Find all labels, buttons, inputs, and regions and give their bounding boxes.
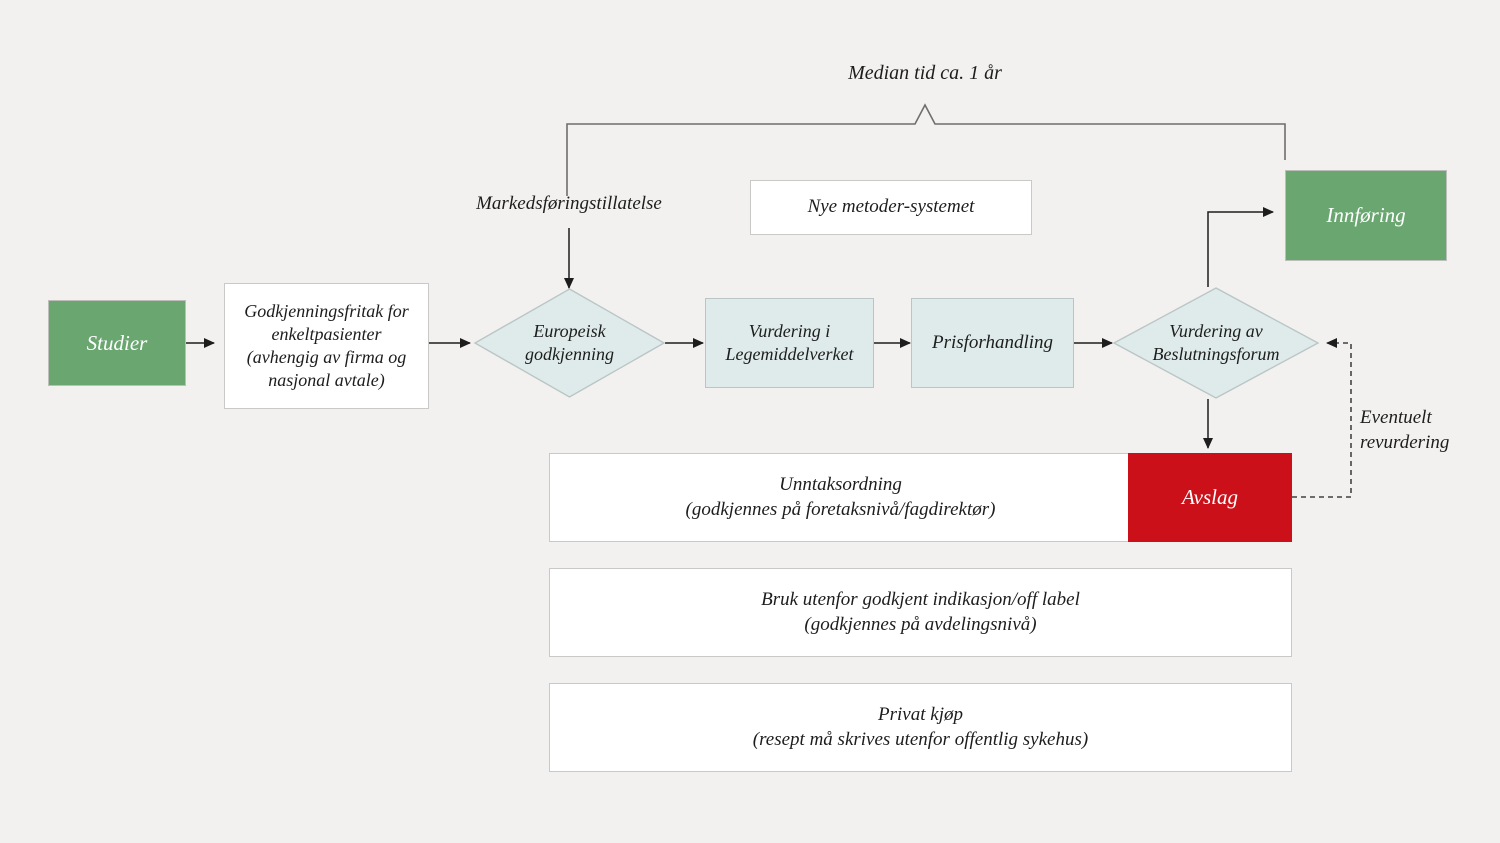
node-studier[interactable]: Studier <box>48 300 186 386</box>
node-godkjenningsfritak-line3: (avhengig av firma og <box>246 347 407 367</box>
node-prisforhandling[interactable]: Prisforhandling <box>911 298 1074 388</box>
node-vurdering-legemiddelverket[interactable]: Vurdering i Legemiddelverket <box>705 298 874 388</box>
node-avslag-label: Avslag <box>1182 485 1238 510</box>
node-innforing-label: Innføring <box>1326 203 1406 228</box>
node-godkjenningsfritak-line1: Godkjenningsfritak for <box>244 300 409 321</box>
eventuelt-revurdering-line1: Eventuelt <box>1360 407 1432 428</box>
node-innforing[interactable]: Innføring <box>1285 170 1447 261</box>
node-avslag[interactable]: Avslag <box>1128 453 1292 542</box>
diamond-shape <box>1112 287 1320 399</box>
markedsforingstillatelse-label: Markedsføringstillatelse <box>476 193 662 214</box>
node-nye-metoder[interactable]: Nye metoder-systemet <box>750 180 1032 235</box>
node-europeisk-godkjenning-line2: godkjenning <box>525 344 614 364</box>
node-unntaksordning-line2: (godkjennes på foretaksnivå/fagdirektør) <box>685 498 996 520</box>
node-privat-kjop-line1: Privat kjøp <box>878 704 963 726</box>
node-vurdering-beslutningsforum-line2: Beslutningsforum <box>1152 344 1280 364</box>
node-vurdering-beslutningsforum[interactable]: Vurdering av Beslutningsforum <box>1112 287 1320 399</box>
node-unntaksordning-line1: Unntaksordning <box>779 474 902 496</box>
node-studier-label: Studier <box>86 330 148 355</box>
node-off-label-line2: (godkjennes på avdelingsnivå) <box>804 613 1037 635</box>
node-privat-kjop-line2: (resept må skrives utenfor offentlig syk… <box>752 728 1089 750</box>
node-vurdering-legemiddelverket-line2: Legemiddelverket <box>725 344 854 364</box>
node-off-label[interactable]: Bruk utenfor godkjent indikasjon/off lab… <box>549 568 1292 657</box>
node-privat-kjop[interactable]: Privat kjøp (resept må skrives utenfor o… <box>549 683 1292 772</box>
node-godkjenningsfritak[interactable]: Godkjenningsfritak for enkeltpasienter (… <box>224 283 429 409</box>
node-godkjenningsfritak-line2: enkeltpasienter <box>271 323 382 344</box>
median-time-label: Median tid ca. 1 år <box>848 62 1002 84</box>
node-godkjenningsfritak-line4: nasjonal avtale) <box>268 370 385 391</box>
node-vurdering-legemiddelverket-line1: Vurdering i <box>748 320 831 341</box>
node-vurdering-beslutningsforum-line1: Vurdering av <box>1169 320 1263 341</box>
eventuelt-revurdering-line2: revurdering <box>1360 431 1450 453</box>
node-off-label-line1: Bruk utenfor godkjent indikasjon/off lab… <box>761 589 1080 611</box>
node-prisforhandling-label: Prisforhandling <box>931 331 1054 353</box>
eventuelt-revurdering-label: Eventuelt revurdering <box>1360 406 1500 455</box>
edge-beslutningsforum-to-innforing <box>1207 207 1274 287</box>
node-europeisk-godkjenning-line1: Europeisk <box>533 320 606 341</box>
diamond-shape <box>473 288 666 398</box>
node-nye-metoder-label: Nye metoder-systemet <box>807 196 975 218</box>
node-europeisk-godkjenning[interactable]: Europeisk godkjenning <box>473 288 666 398</box>
